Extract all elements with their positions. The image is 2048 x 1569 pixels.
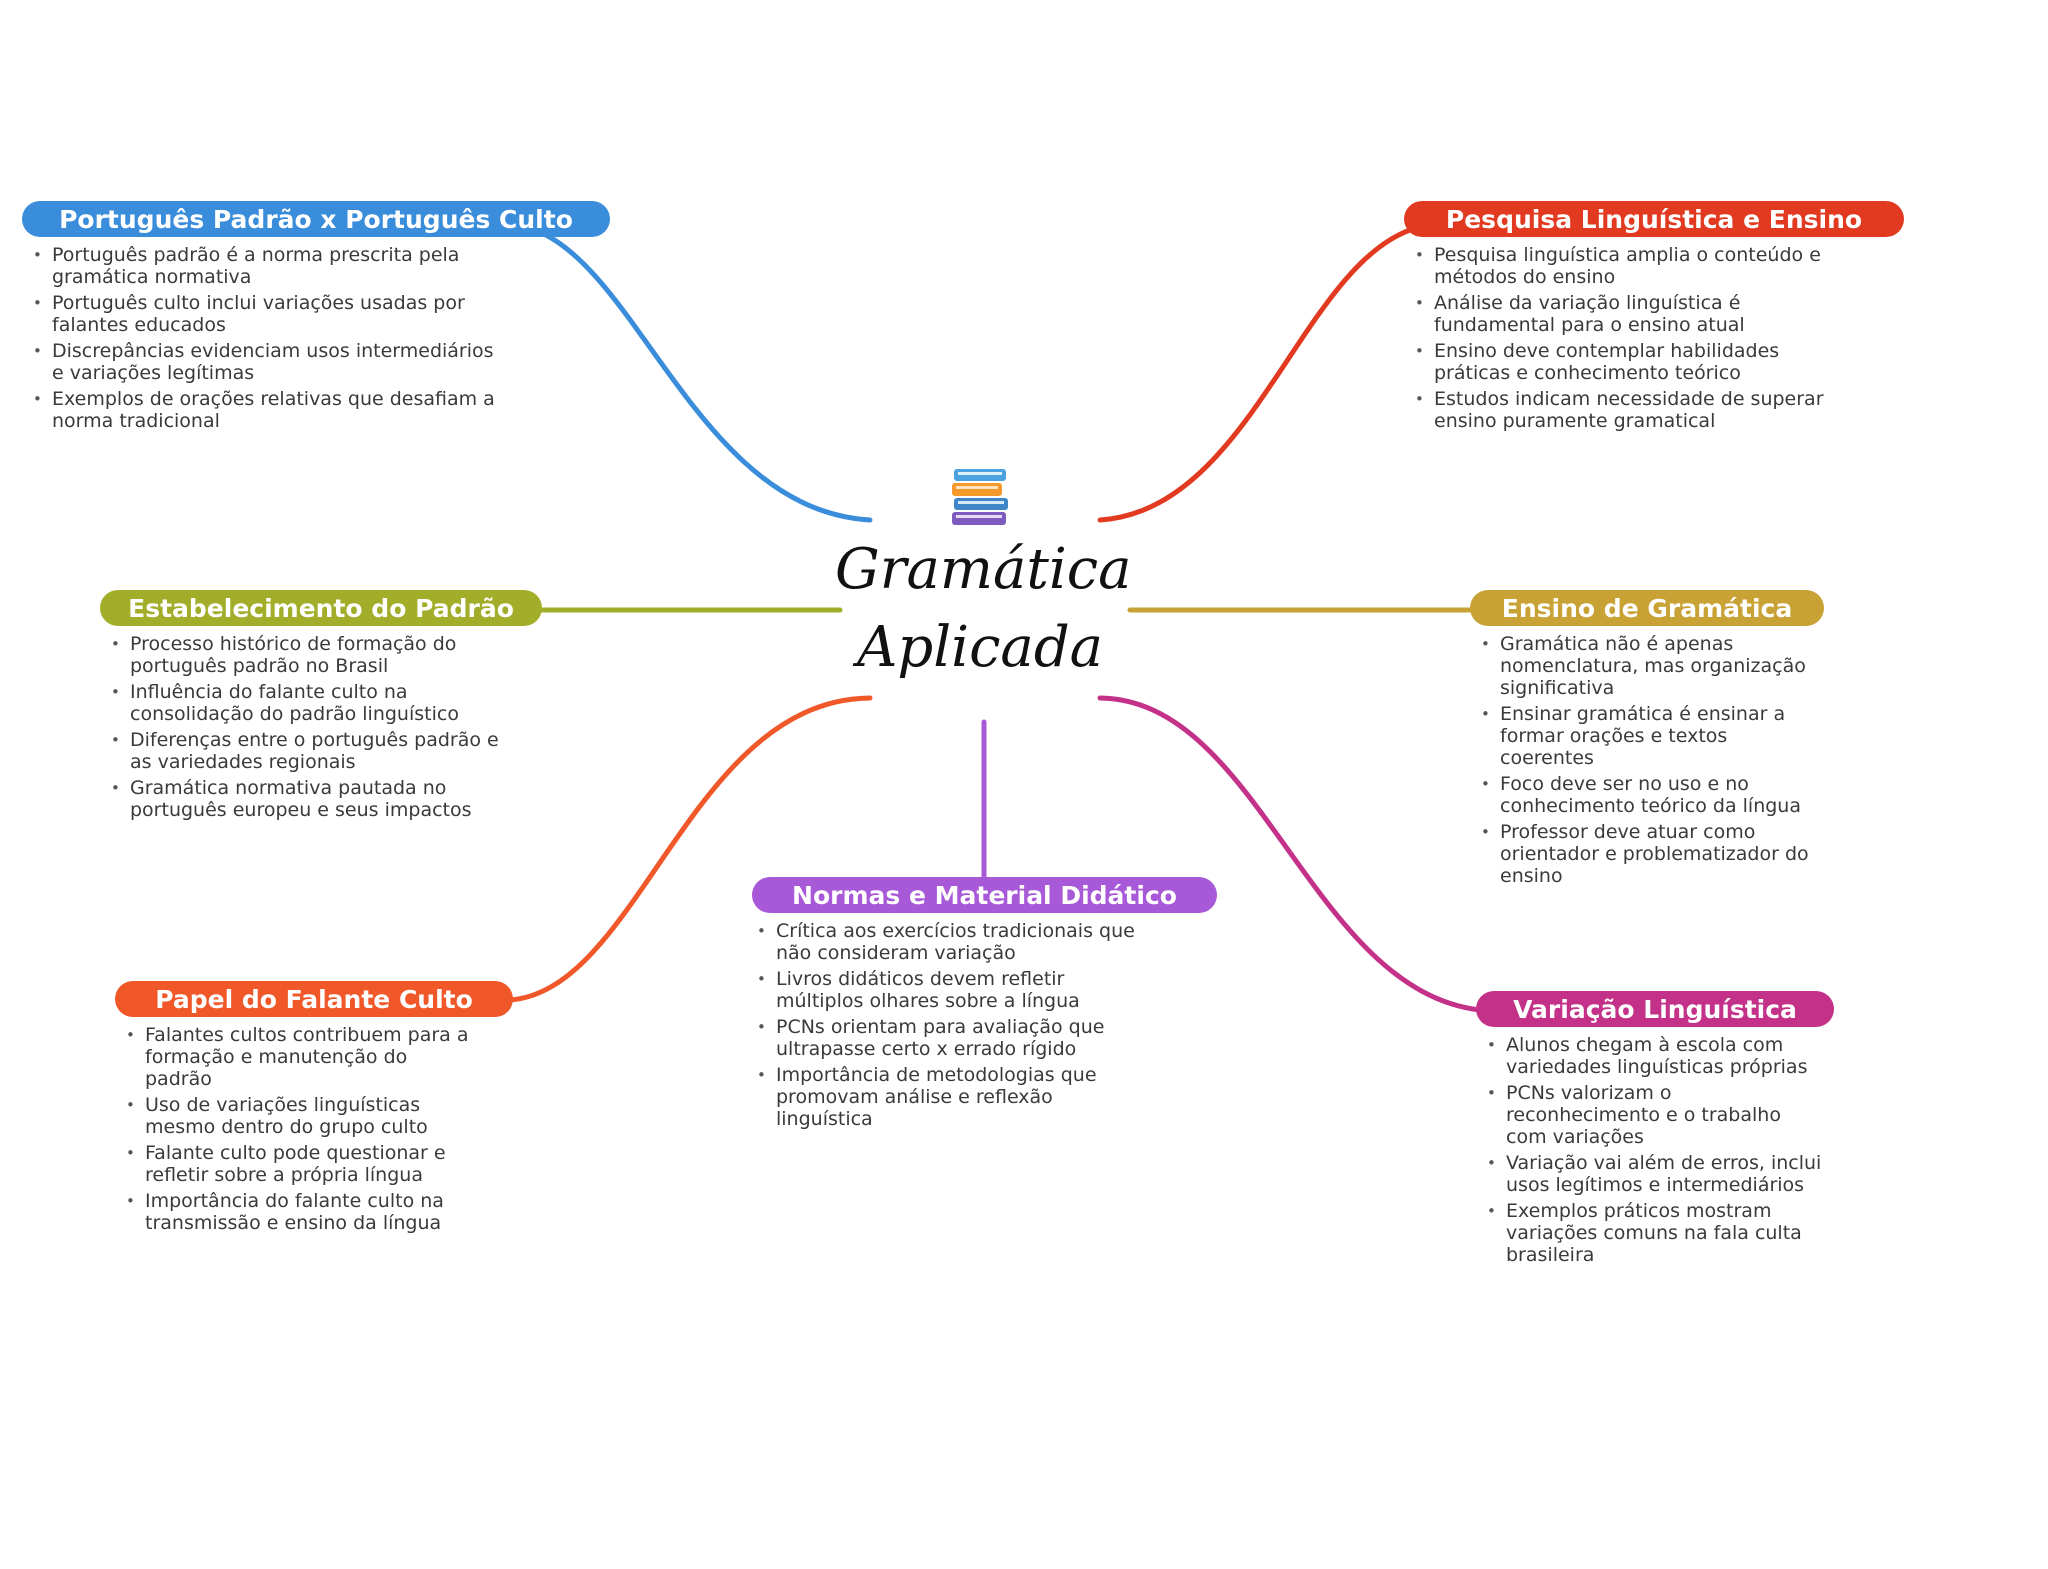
list-item: Uso de variações linguísticas mesmo dent…: [121, 1094, 471, 1138]
list-item: Professor deve atuar como orientador e p…: [1476, 821, 1816, 887]
connector-pesquisa: [1097, 227, 1413, 523]
list-item: Estudos indicam necessidade de superar e…: [1410, 388, 1860, 432]
branch-items: Alunos chegam à escola com variedades li…: [1482, 1034, 1822, 1266]
branch-title[interactable]: Estabelecimento do Padrão: [100, 590, 542, 626]
list-item: Falante culto pode questionar e refletir…: [121, 1142, 471, 1186]
list-item: Gramática normativa pautada no português…: [106, 777, 506, 821]
branch-items: Processo histórico de formação do portug…: [106, 633, 506, 821]
branch-ensino-gramatica: Ensino de Gramática Gramática não é apen…: [1470, 590, 1824, 891]
list-item: PCNs orientam para avaliação que ultrapa…: [752, 1016, 1142, 1060]
branch-items: Falantes cultos contribuem para a formaç…: [121, 1024, 471, 1234]
list-item: Importância de metodologias que promovam…: [752, 1064, 1142, 1130]
list-item: Diferenças entre o português padrão e as…: [106, 729, 506, 773]
branch-variacao: Variação Linguística Alunos chegam à esc…: [1476, 991, 1834, 1270]
branch-normas: Normas e Material Didático Crítica aos e…: [752, 877, 1217, 1134]
branch-items: Português padrão é a norma prescrita pel…: [28, 244, 498, 432]
branch-title[interactable]: Variação Linguística: [1476, 991, 1834, 1027]
list-item: Pesquisa linguística amplia o conteúdo e…: [1410, 244, 1860, 288]
list-item: Ensinar gramática é ensinar a formar ora…: [1476, 703, 1816, 769]
list-item: Discrepâncias evidenciam usos intermediá…: [28, 340, 498, 384]
connector-falante-culto: [507, 695, 873, 1003]
central-title-line1: Gramática: [835, 537, 1132, 602]
branch-title[interactable]: Normas e Material Didático: [752, 877, 1217, 913]
list-item: Exemplos práticos mostram variações comu…: [1482, 1200, 1822, 1266]
branch-title[interactable]: Papel do Falante Culto: [115, 981, 513, 1017]
branch-falante-culto: Papel do Falante Culto Falantes cultos c…: [115, 981, 513, 1238]
central-title: Gramática Aplicada: [835, 531, 1132, 687]
list-item: Ensino deve contemplar habilidades práti…: [1410, 340, 1860, 384]
branch-portugues-padrao: Português Padrão x Português Culto Portu…: [22, 201, 610, 436]
list-item: Influência do falante culto na consolida…: [106, 681, 506, 725]
connector-portugues-padrao: [532, 227, 873, 523]
branch-items: Gramática não é apenas nomenclatura, mas…: [1476, 633, 1816, 887]
connector-variacao: [1097, 695, 1483, 1013]
list-item: Português padrão é a norma prescrita pel…: [28, 244, 498, 288]
list-item: Gramática não é apenas nomenclatura, mas…: [1476, 633, 1816, 699]
list-item: Livros didáticos devem refletir múltiplo…: [752, 968, 1142, 1012]
list-item: Processo histórico de formação do portug…: [106, 633, 506, 677]
branch-items: Crítica aos exercícios tradicionais que …: [752, 920, 1142, 1130]
list-item: Alunos chegam à escola com variedades li…: [1482, 1034, 1822, 1078]
branch-title[interactable]: Ensino de Gramática: [1470, 590, 1824, 626]
branch-items: Pesquisa linguística amplia o conteúdo e…: [1410, 244, 1860, 432]
list-item: Crítica aos exercícios tradicionais que …: [752, 920, 1142, 964]
list-item: Importância do falante culto na transmis…: [121, 1190, 471, 1234]
list-item: Português culto inclui variações usadas …: [28, 292, 498, 336]
branch-pesquisa: Pesquisa Linguística e Ensino Pesquisa l…: [1404, 201, 1904, 436]
books-icon: [952, 469, 1008, 525]
list-item: Análise da variação linguística é fundam…: [1410, 292, 1860, 336]
branch-title[interactable]: Português Padrão x Português Culto: [22, 201, 610, 237]
central-topic: Gramática Aplicada: [835, 465, 1132, 687]
list-item: Falantes cultos contribuem para a formaç…: [121, 1024, 471, 1090]
branch-title[interactable]: Pesquisa Linguística e Ensino: [1404, 201, 1904, 237]
central-title-line2: Aplicada: [856, 615, 1104, 680]
list-item: PCNs valorizam o reconhecimento e o trab…: [1482, 1082, 1822, 1148]
list-item: Exemplos de orações relativas que desafi…: [28, 388, 498, 432]
list-item: Variação vai além de erros, inclui usos …: [1482, 1152, 1822, 1196]
list-item: Foco deve ser no uso e no conhecimento t…: [1476, 773, 1816, 817]
branch-estabelecimento: Estabelecimento do Padrão Processo histó…: [100, 590, 542, 825]
